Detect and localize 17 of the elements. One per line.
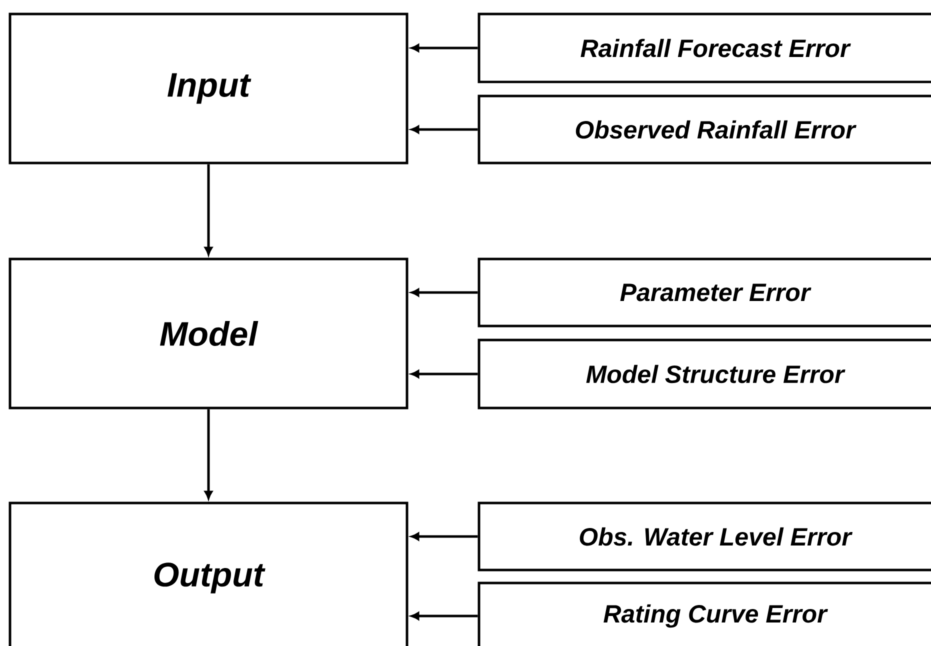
stage-box: Input	[8, 12, 408, 164]
stage-box: Output	[8, 502, 408, 646]
error-box: Model Structure Error	[478, 338, 931, 410]
arrow	[204, 164, 212, 256]
error-box: Rating Curve Error	[478, 582, 931, 646]
arrow	[410, 370, 478, 378]
arrow	[410, 612, 478, 620]
stage-box: Model	[8, 258, 408, 410]
arrow	[204, 409, 212, 500]
arrow	[410, 532, 478, 540]
arrow	[410, 44, 478, 52]
error-box: Parameter Error	[478, 258, 931, 328]
error-box: Obs. Water Level Error	[478, 502, 931, 572]
error-box: Rainfall Forecast Error	[478, 12, 931, 84]
arrow	[410, 126, 478, 134]
arrow	[410, 288, 478, 296]
error-box: Observed Rainfall Error	[478, 94, 931, 164]
